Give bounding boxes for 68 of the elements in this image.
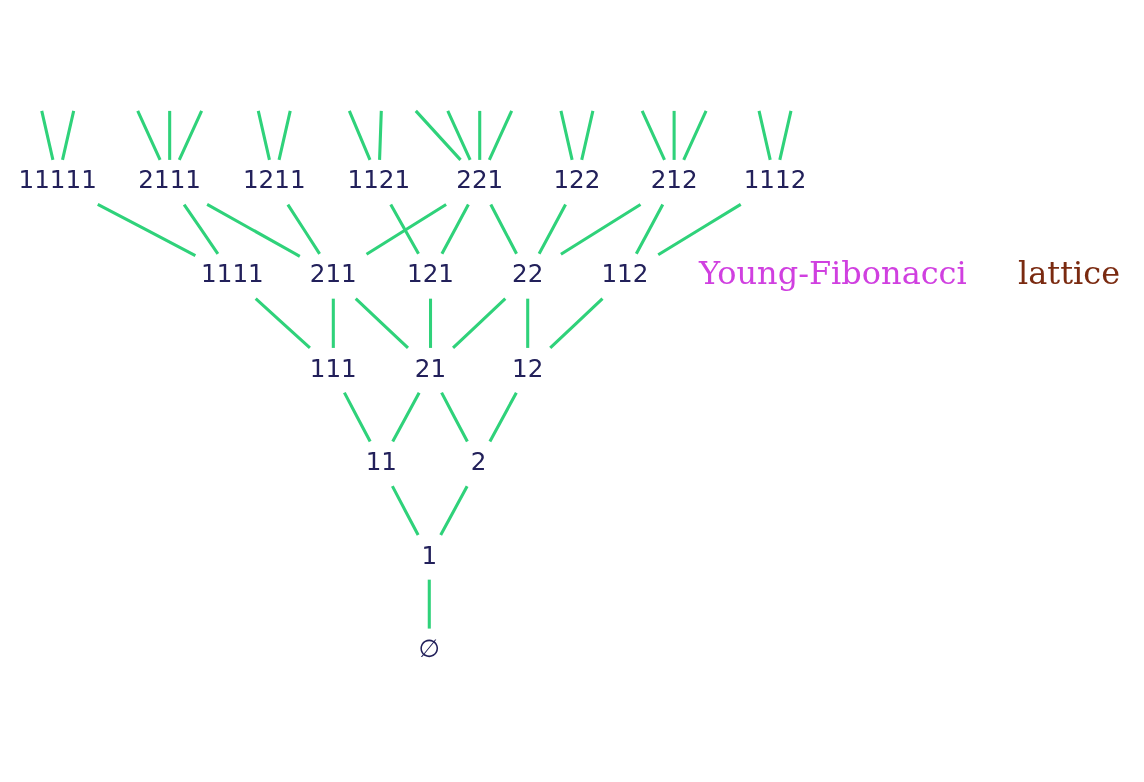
connector	[640, 109, 666, 161]
connector	[391, 391, 421, 442]
connector	[580, 110, 595, 160]
connector	[537, 203, 567, 255]
connector	[97, 202, 197, 257]
connector	[389, 203, 420, 255]
connector	[343, 391, 372, 442]
connector	[331, 298, 335, 348]
node-text: 1111	[201, 258, 264, 288]
connector	[559, 110, 574, 160]
connector	[391, 484, 420, 536]
connector	[136, 109, 162, 161]
connector	[286, 203, 321, 255]
connector	[446, 109, 472, 161]
node-text: 221	[456, 164, 504, 194]
node-text: 1121	[347, 164, 411, 194]
connector	[347, 109, 372, 160]
label: lattice	[1018, 253, 1121, 292]
connector	[40, 110, 55, 160]
connector	[757, 110, 772, 160]
connector	[488, 391, 518, 442]
node-text: 1	[421, 540, 438, 570]
connector	[277, 110, 292, 160]
node-text: 121	[407, 258, 454, 288]
connector	[440, 391, 469, 442]
connector	[168, 110, 172, 160]
connector	[672, 110, 676, 160]
node-text: 11	[365, 446, 397, 476]
connector	[182, 203, 220, 255]
node-text: ∅	[418, 633, 440, 663]
node-text: 211	[309, 258, 357, 288]
node-text: 2	[470, 446, 487, 476]
node-text: 1112	[743, 164, 807, 194]
node-text: 11111	[18, 164, 97, 194]
connector	[440, 203, 470, 255]
node-text: 112	[601, 258, 649, 288]
connector	[365, 202, 447, 256]
node-text: 122	[553, 164, 601, 194]
connector	[61, 110, 76, 160]
node-text: 21	[414, 353, 447, 383]
connector	[634, 203, 665, 255]
connector	[778, 110, 793, 160]
connector	[487, 109, 514, 161]
connector	[657, 202, 742, 256]
node-text: 1211	[242, 164, 306, 194]
node-text: 22	[512, 258, 544, 288]
node-text: 111	[309, 353, 357, 383]
node-text: 12	[512, 353, 544, 383]
node-text: 212	[650, 164, 698, 194]
connector	[549, 297, 604, 349]
connector	[439, 484, 469, 536]
connector	[489, 203, 518, 254]
node-text: 2111	[138, 164, 201, 194]
connector	[526, 298, 530, 348]
connector	[428, 298, 433, 348]
connector	[354, 297, 410, 349]
connector	[414, 109, 462, 161]
label: Young-Fibonacci	[698, 253, 967, 292]
connector	[427, 579, 431, 629]
connector	[378, 110, 383, 160]
connector	[478, 110, 482, 160]
connector	[560, 202, 642, 256]
connector	[177, 109, 204, 161]
connector	[452, 297, 507, 349]
connector	[682, 109, 708, 161]
connector	[256, 110, 271, 160]
connector	[254, 297, 311, 349]
connector	[206, 202, 301, 258]
